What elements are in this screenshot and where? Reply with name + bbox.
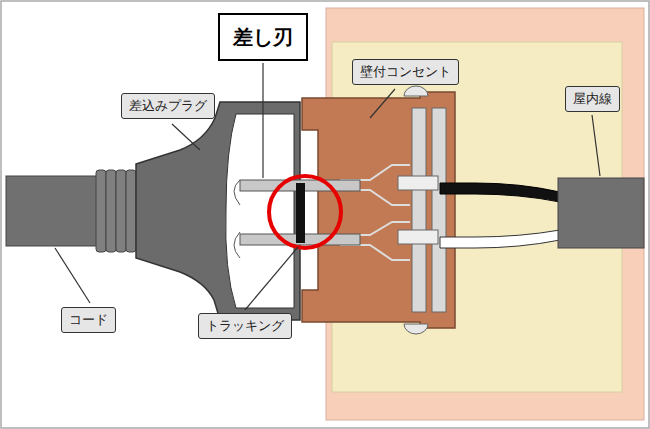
callout-label: コード — [69, 312, 108, 328]
callout-box: コード — [61, 307, 116, 333]
callout-title-box: 差し刃 — [218, 13, 308, 61]
callout-box: 差込みプラグ — [121, 93, 215, 119]
callout-label: 差込みプラグ — [129, 98, 207, 114]
callout-box: 壁付コンセント — [352, 59, 459, 85]
callout-label: トラッキング — [206, 318, 284, 334]
callout-label: 壁付コンセント — [360, 64, 451, 80]
callout-label: 差し刃 — [233, 25, 293, 49]
callout-box: 屋内線 — [565, 86, 620, 112]
callout-label: 屋内線 — [573, 91, 612, 107]
callout-box: トラッキング — [198, 313, 292, 339]
